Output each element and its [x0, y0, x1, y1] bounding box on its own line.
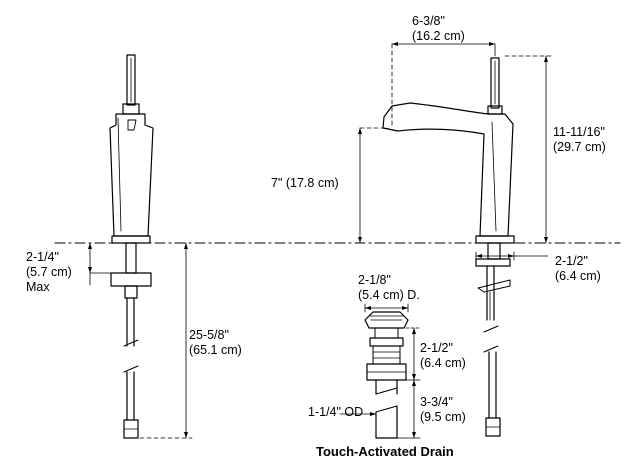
touch-activated-drain — [364, 311, 409, 439]
max-deck-note: Max — [26, 280, 50, 294]
drain-tail-label: 3-3/4" (9.5 cm) — [420, 395, 466, 425]
supply-length-metric: (65.1 cm) — [189, 343, 242, 357]
faucet-side-view — [382, 57, 515, 437]
overall-height-metric: (29.7 cm) — [553, 140, 606, 154]
dimension-arrowheads — [88, 42, 548, 438]
max-deck-metric: (5.7 cm) — [26, 265, 72, 279]
drain-diameter-metric: (5.4 cm) D. — [358, 288, 420, 302]
drain-tail-imperial: 3-3/4" — [420, 395, 453, 409]
base-width-imperial: 2-1/2" — [555, 254, 588, 268]
drain-diameter-label: 2-1/8" (5.4 cm) D. — [358, 273, 420, 303]
spout-reach-metric: (16.2 cm) — [412, 29, 465, 43]
drain-diameter-imperial: 2-1/8" — [358, 273, 391, 287]
base-width-label: 2-1/2" (6.4 cm) — [555, 254, 601, 284]
drain-body-label: 2-1/2" (6.4 cm) — [420, 341, 466, 371]
tailpiece-od-label: 1-1/4" OD — [308, 405, 364, 419]
spout-reach-label: 6-3/8" (16.2 cm) — [412, 14, 465, 44]
spout-reach-imperial: 6-3/8" — [412, 14, 445, 28]
base-width-metric: (6.4 cm) — [555, 269, 601, 283]
drain-body-imperial: 2-1/2" — [420, 341, 453, 355]
supply-length-label: 25-5/8" (65.1 cm) — [189, 328, 242, 358]
drain-caption: Touch-Activated Drain — [316, 444, 454, 459]
faucet-front-view — [109, 54, 154, 439]
overall-height-label: 11-11/16" (29.7 cm) — [553, 125, 606, 155]
supply-length-imperial: 25-5/8" — [189, 328, 229, 342]
drain-tail-metric: (9.5 cm) — [420, 410, 466, 424]
spout-height-label: 7" (17.8 cm) — [271, 176, 339, 190]
overall-height-imperial: 11-11/16" — [553, 125, 605, 139]
max-deck-imperial: 2-1/4" — [26, 250, 59, 264]
max-deck-label: 2-1/4" (5.7 cm) Max — [26, 250, 72, 295]
drain-body-metric: (6.4 cm) — [420, 356, 466, 370]
